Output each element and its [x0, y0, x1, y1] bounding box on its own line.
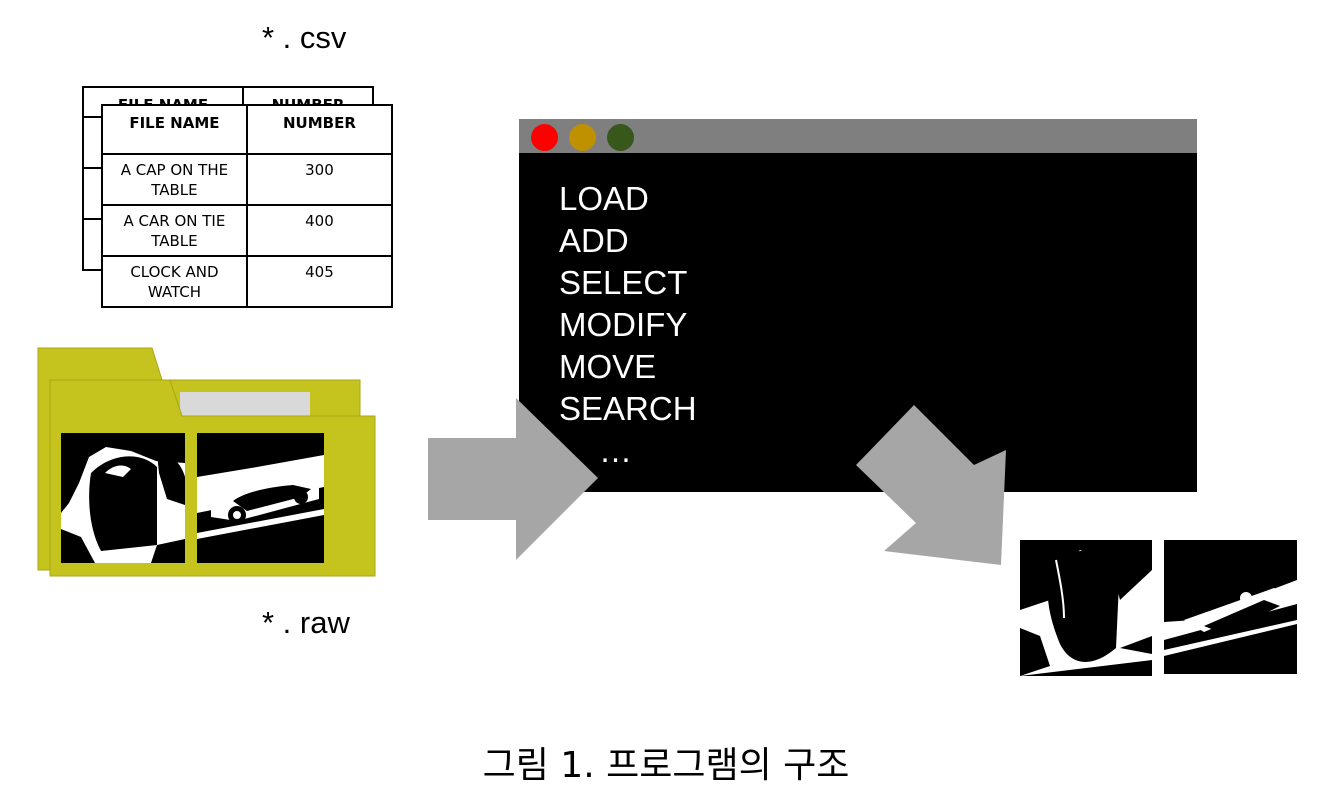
- maximize-dot-icon[interactable]: [607, 124, 634, 151]
- table-row: A CAP ON THE TABLE 300: [101, 153, 394, 206]
- csv-cell-filename: A CAR ON TIE TABLE: [101, 204, 248, 257]
- csv-cell-filename: CLOCK AND WATCH: [101, 255, 248, 308]
- csv-file-label: * . csv: [262, 20, 347, 55]
- menu-item-move[interactable]: MOVE: [559, 348, 657, 385]
- menu-item-add[interactable]: ADD: [559, 222, 629, 259]
- minimize-dot-icon[interactable]: [569, 124, 596, 151]
- raw-file-label: * . raw: [262, 605, 350, 640]
- menu-item-search[interactable]: SEARCH: [559, 390, 697, 427]
- table-row: A CAR ON TIE TABLE 400: [101, 204, 394, 257]
- program-window: LOAD ADD SELECT MODIFY MOVE SEARCH …: [519, 119, 1197, 492]
- output-image-car: [1164, 540, 1297, 674]
- csv-header-filename: FILE NAME: [101, 104, 248, 155]
- arrow-down-right-icon: [856, 405, 1006, 565]
- window-titlebar: [519, 119, 1197, 153]
- menu-item-select[interactable]: SELECT: [559, 264, 688, 301]
- raw-image-car: [197, 433, 324, 563]
- command-menu: LOAD ADD SELECT MODIFY MOVE SEARCH …: [559, 178, 697, 472]
- menu-item-modify[interactable]: MODIFY: [559, 306, 688, 343]
- csv-cell-filename: A CAP ON THE TABLE: [101, 153, 248, 206]
- csv-header-number: NUMBER: [245, 104, 394, 155]
- close-dot-icon[interactable]: [531, 124, 558, 151]
- csv-table: FILE NAME NUMBER A CAP ON THE TABLE 300 …: [101, 104, 394, 308]
- table-row: CLOCK AND WATCH 405: [101, 255, 394, 308]
- csv-cell-number: 400: [245, 204, 394, 257]
- figure-caption: 그림 1. 프로그램의 구조: [482, 745, 850, 786]
- raw-image-cap: [61, 433, 185, 563]
- menu-item-load[interactable]: LOAD: [559, 180, 649, 217]
- menu-item-more: …: [599, 432, 632, 469]
- output-image-cap: [1020, 540, 1152, 676]
- csv-cell-number: 405: [245, 255, 394, 308]
- csv-cell-number: 300: [245, 153, 394, 206]
- arrow-right-icon: [428, 398, 598, 560]
